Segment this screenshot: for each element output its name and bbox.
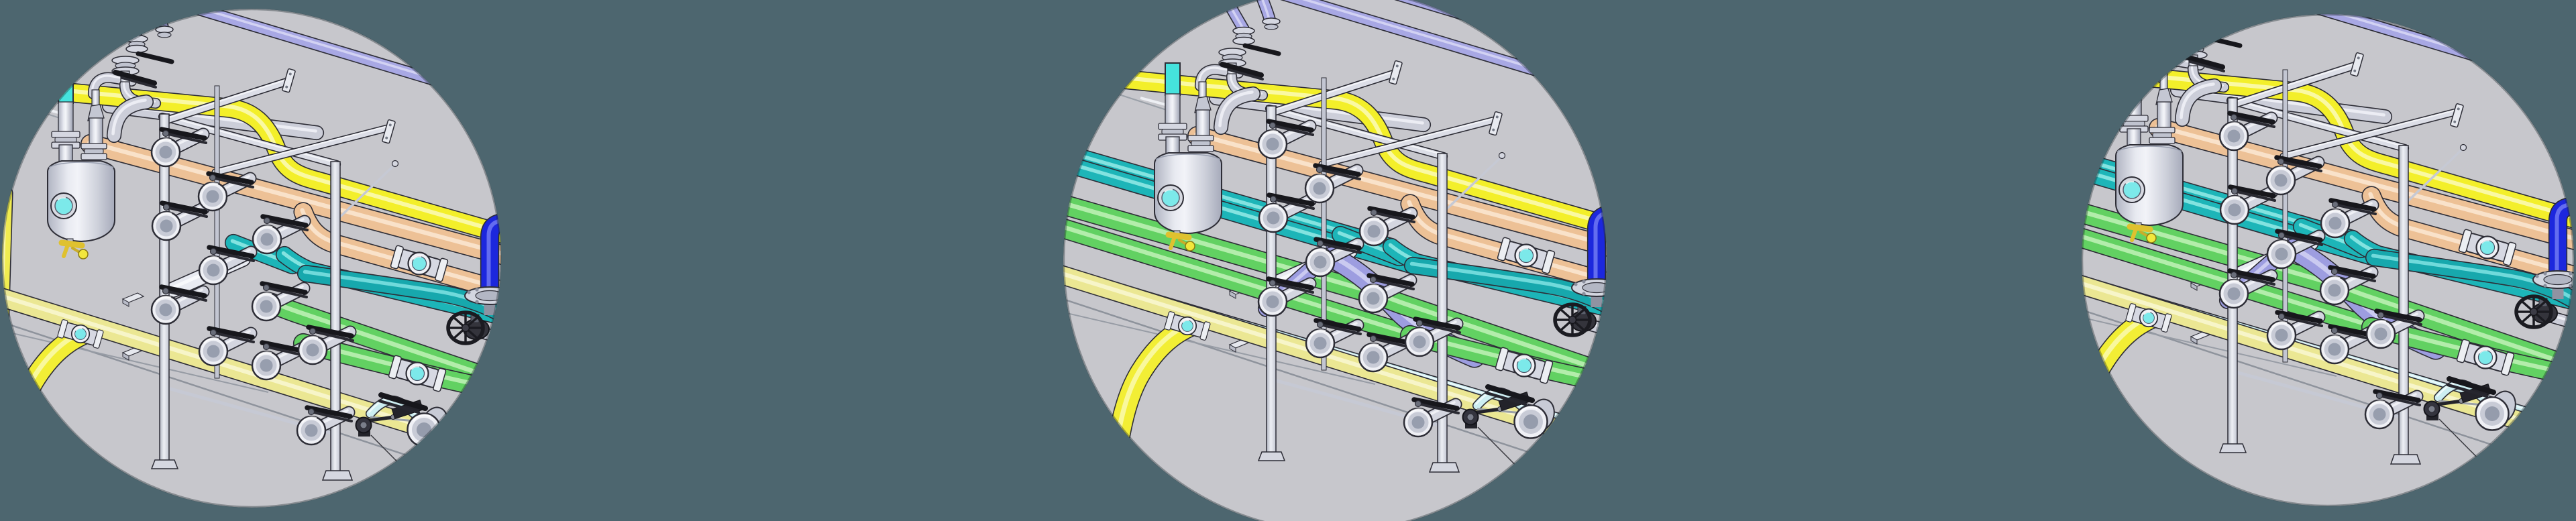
piping-lens-2: [1063, 0, 1607, 521]
piping-lens-3: [2082, 14, 2574, 506]
piping-lens-1: [2, 9, 501, 508]
